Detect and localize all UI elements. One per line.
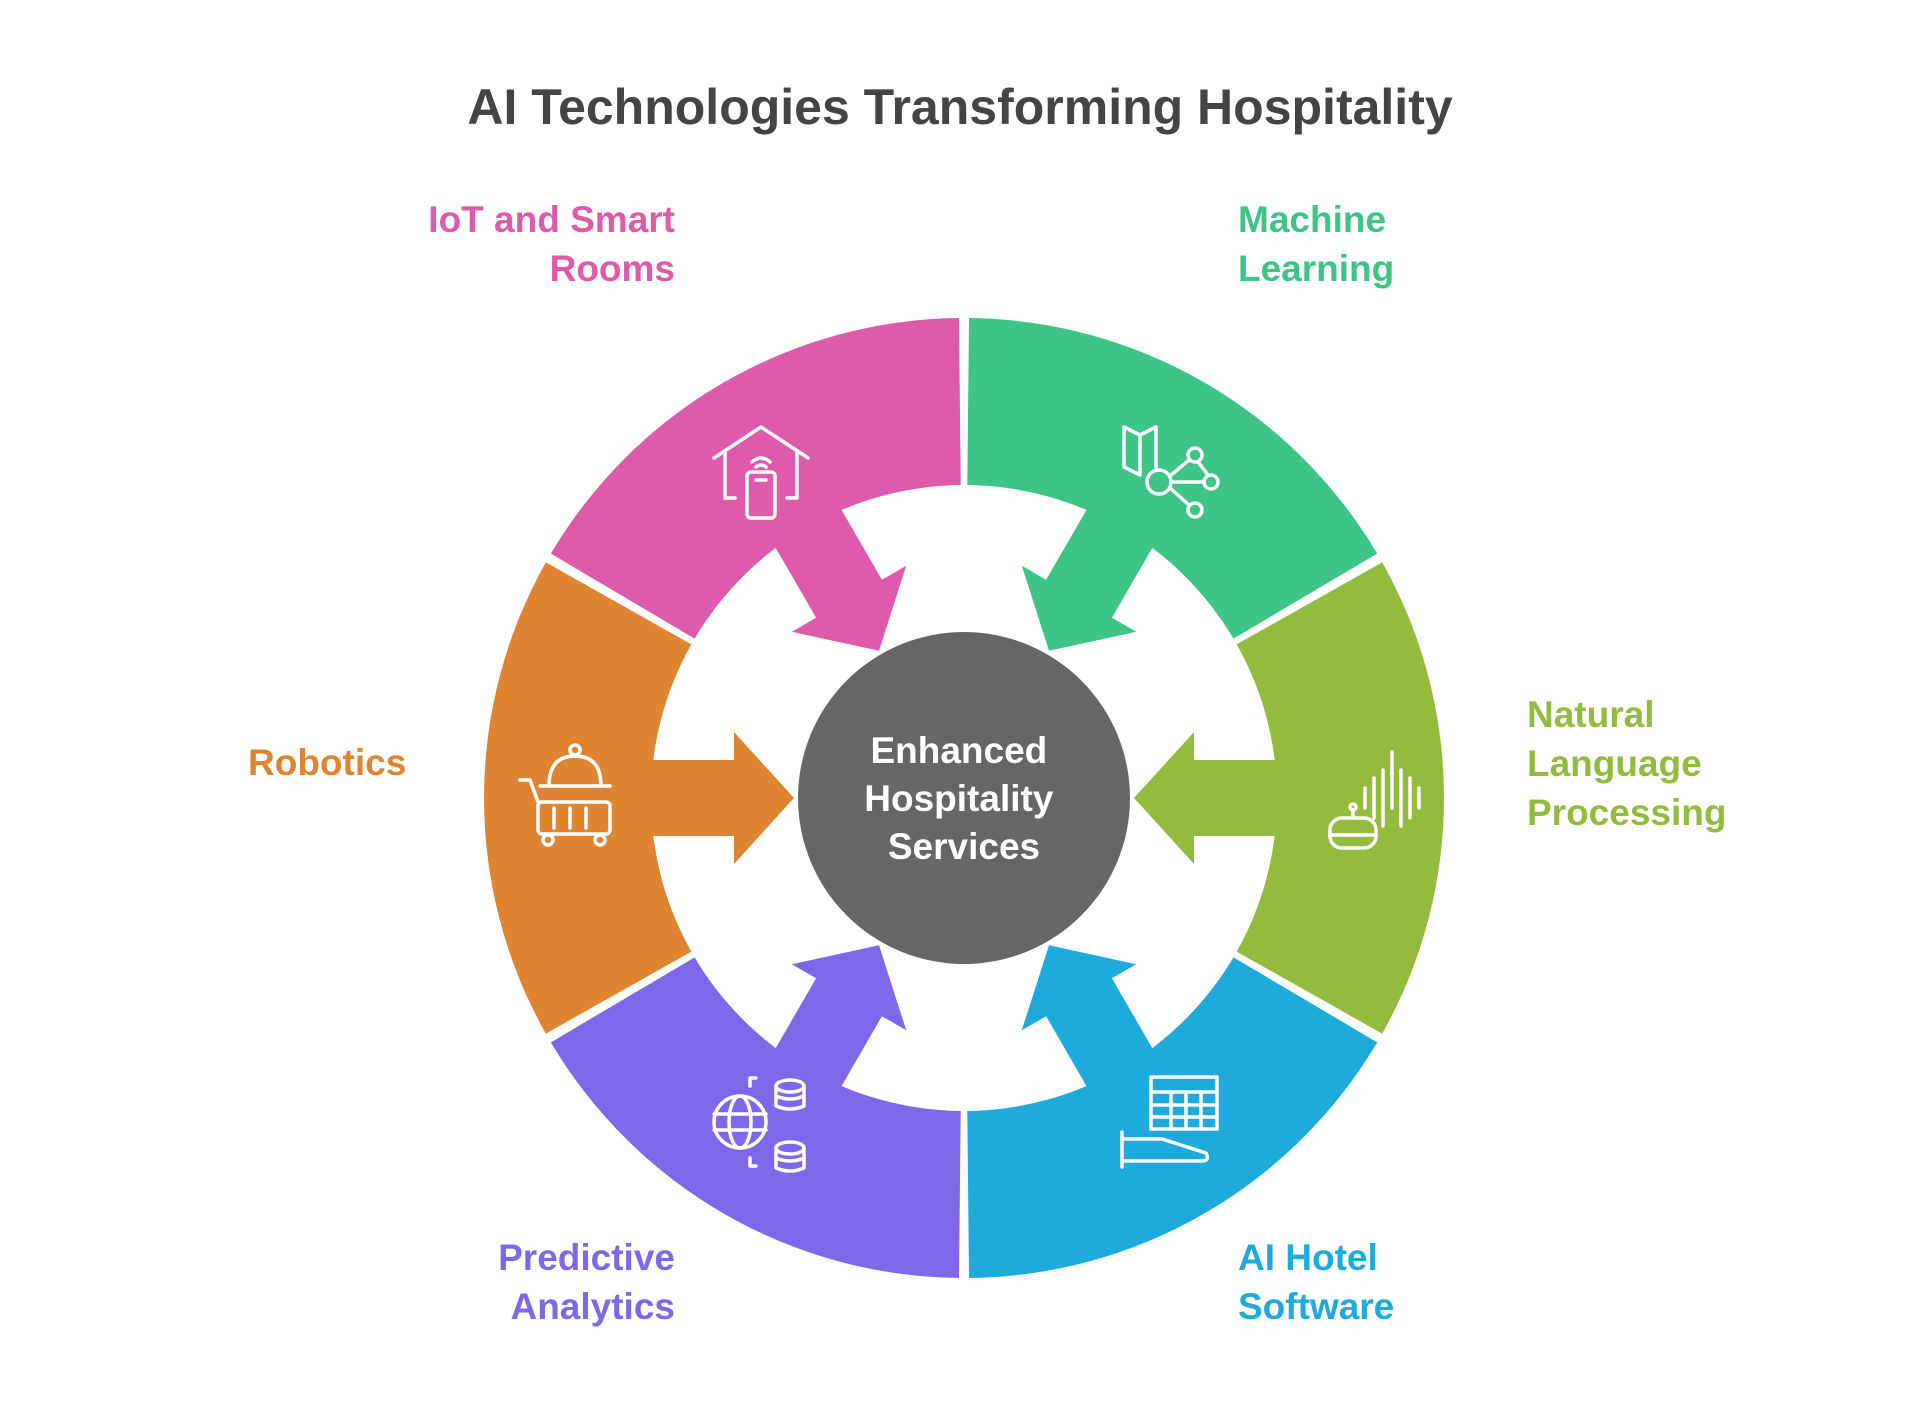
diagram-title: AI Technologies Transforming Hospitality bbox=[467, 79, 1453, 135]
label-ml-line-1: Machine bbox=[1238, 199, 1387, 240]
label-hotel-line-1: AI Hotel bbox=[1238, 1237, 1378, 1278]
segment-predictive bbox=[550, 957, 961, 1278]
arrow-predictive bbox=[766, 945, 907, 1103]
arrow-robotics bbox=[634, 732, 794, 864]
label-nlp-line-2: Language bbox=[1527, 743, 1702, 784]
serving-cart-icon bbox=[518, 743, 612, 847]
segment-robotics bbox=[484, 562, 692, 1034]
label-iot-line-2: Rooms bbox=[549, 248, 675, 289]
label-nlp-line-1: Natural bbox=[1527, 694, 1655, 735]
center-line-3: Services bbox=[888, 826, 1040, 867]
arrow-group bbox=[634, 493, 1294, 1103]
arrow-hotel bbox=[1021, 945, 1162, 1103]
label-nlp: Natural Language Processing bbox=[1527, 690, 1867, 837]
label-predictive-line-2: Analytics bbox=[510, 1286, 675, 1327]
label-ml: Machine Learning bbox=[1238, 195, 1538, 293]
hand-spreadsheet-icon bbox=[1120, 1075, 1219, 1169]
center-line-1: Enhanced bbox=[870, 730, 1047, 771]
center-hub bbox=[798, 632, 1130, 964]
label-nlp-line-3: Processing bbox=[1527, 792, 1727, 833]
label-predictive-line-1: Predictive bbox=[498, 1237, 675, 1278]
book-network-icon bbox=[1122, 425, 1220, 519]
arrow-ml bbox=[1021, 493, 1162, 651]
label-robotics-line-1: Robotics bbox=[248, 742, 407, 783]
center-text: Enhanced Hospitality Services bbox=[864, 730, 1063, 867]
robot-soundwave-icon bbox=[1328, 750, 1421, 850]
label-iot-line-1: IoT and Smart bbox=[428, 199, 675, 240]
smart-home-phone-icon bbox=[712, 425, 810, 520]
globe-database-icon bbox=[712, 1076, 806, 1173]
arrow-iot bbox=[766, 493, 907, 651]
label-ml-line-2: Learning bbox=[1238, 248, 1395, 289]
label-robotics: Robotics bbox=[248, 738, 488, 787]
label-hotel: AI Hotel Software bbox=[1238, 1233, 1538, 1331]
label-hotel-line-2: Software bbox=[1238, 1286, 1395, 1327]
arrow-nlp bbox=[1134, 732, 1294, 864]
center-line-2: Hospitality bbox=[864, 778, 1054, 819]
segment-nlp bbox=[1236, 562, 1444, 1034]
label-iot: IoT and Smart Rooms bbox=[380, 195, 675, 293]
label-predictive: Predictive Analytics bbox=[380, 1233, 675, 1331]
